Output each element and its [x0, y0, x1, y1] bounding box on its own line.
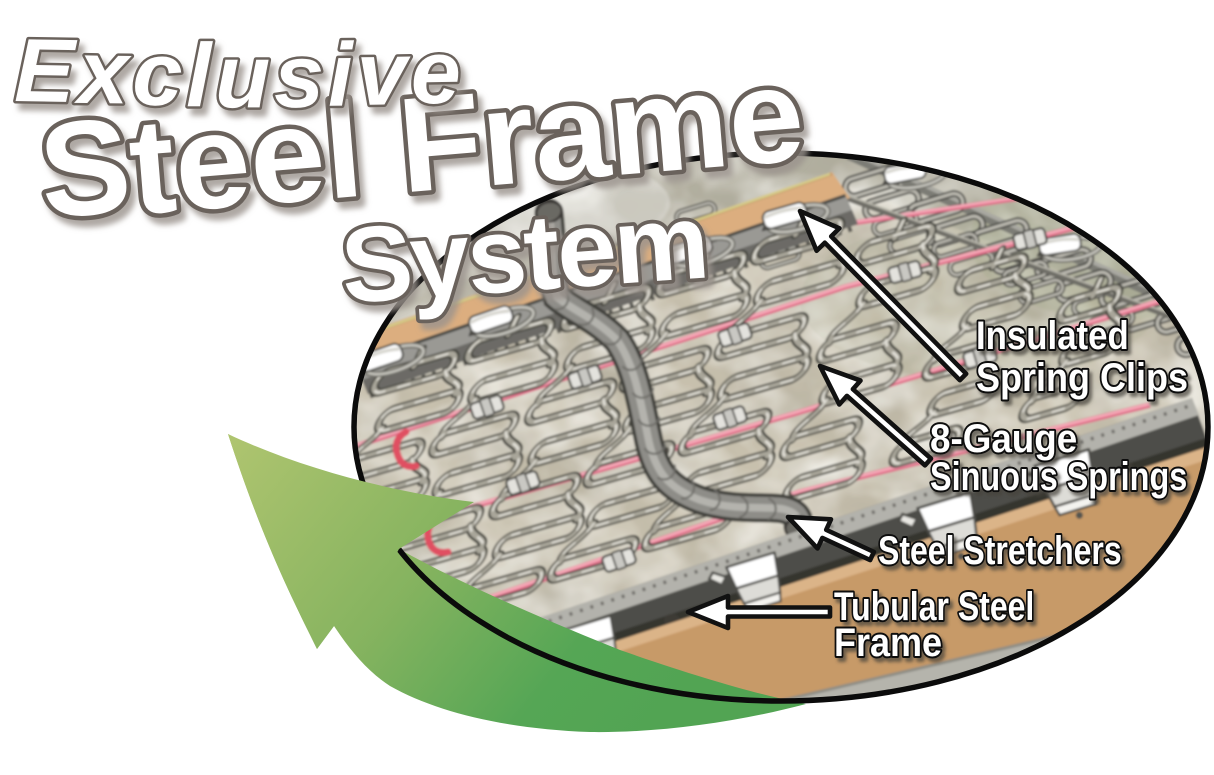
svg-text:v: v	[356, 24, 412, 125]
svg-text:e: e	[169, 83, 256, 240]
svg-text:S: S	[34, 89, 136, 247]
svg-text:e: e	[722, 38, 809, 195]
svg-text:s: s	[274, 27, 324, 127]
svg-text:Frame: Frame	[834, 621, 942, 665]
svg-text:e: e	[410, 23, 462, 124]
svg-text:e: e	[243, 77, 330, 234]
svg-text:a: a	[528, 54, 616, 211]
svg-text:l: l	[186, 26, 213, 126]
svg-text:Steel Stretchers: Steel Stretchers	[878, 528, 1122, 573]
svg-text:e: e	[553, 187, 621, 311]
svg-text:i: i	[327, 25, 355, 125]
svg-text:Spring Clips: Spring Clips	[976, 356, 1188, 400]
svg-text:u: u	[215, 27, 270, 127]
svg-text:m: m	[610, 180, 713, 306]
svg-text:y: y	[406, 197, 474, 321]
svg-text:Insulated: Insulated	[976, 313, 1129, 358]
svg-text:8-Gauge: 8-Gauge	[930, 417, 1077, 462]
svg-text:s: s	[463, 193, 531, 317]
svg-text:E: E	[14, 21, 79, 122]
svg-text:Tubular Steel: Tubular Steel	[834, 584, 1034, 629]
svg-text:c: c	[132, 25, 183, 125]
svg-text:Sinuous Springs: Sinuous Springs	[930, 454, 1187, 499]
svg-text:F: F	[393, 64, 488, 221]
svg-text:S: S	[337, 201, 417, 326]
svg-text:x: x	[74, 23, 133, 124]
svg-text:m: m	[602, 44, 734, 204]
